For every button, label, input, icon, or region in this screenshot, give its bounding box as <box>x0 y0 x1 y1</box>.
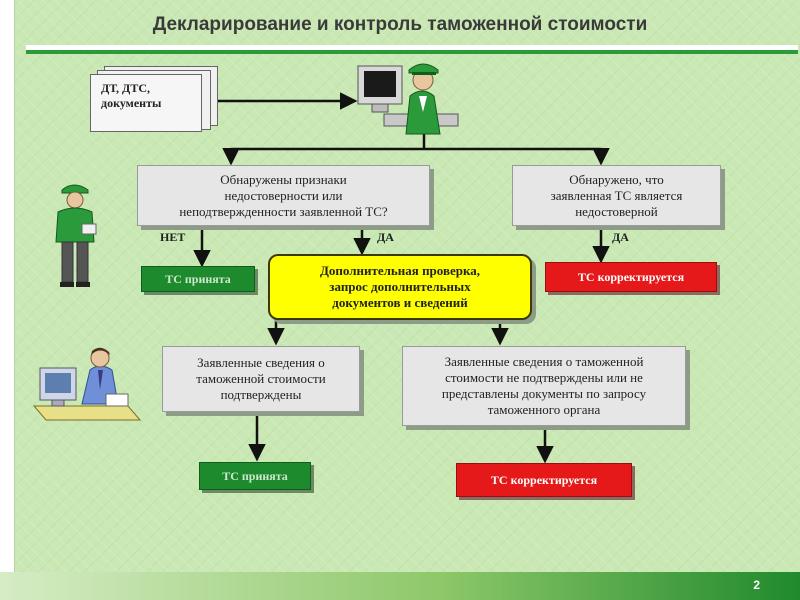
confirmed-line-1: Заявленные сведения о <box>197 355 325 370</box>
confirmed-line-3: подтверждены <box>220 387 302 402</box>
extra-check-line-3: документов и сведений <box>332 295 468 310</box>
edge-label-no: НЕТ <box>160 230 186 244</box>
additional-check-box: Дополнительная проверка, запрос дополнит… <box>268 254 532 320</box>
suspicion-line-1: Обнаружены признаки <box>220 171 347 187</box>
not-confirmed-line-3: представлены документы по запросу <box>441 386 647 401</box>
adjusted-box-1: ТС корректируется <box>545 262 717 292</box>
not-confirmed-line-2: стоимости не подтверждены или не <box>445 370 643 385</box>
documents-line-1: ДТ, ДТС, <box>101 81 150 95</box>
page-number: 2 <box>753 578 760 592</box>
title-underline <box>26 45 798 54</box>
adjusted-box-2: ТС корректируется <box>456 463 632 497</box>
confirmed-box: Заявленные сведения о таможенной стоимос… <box>162 346 360 412</box>
found-unreliable-line-3: недостоверной <box>575 203 658 219</box>
not-confirmed-box: Заявленные сведения о таможенной стоимос… <box>402 346 686 426</box>
not-confirmed-line-1: Заявленные сведения о таможенной <box>444 354 644 369</box>
confirmed-line-2: таможенной стоимости <box>196 371 326 386</box>
slide-title: Декларирование и контроль таможенной сто… <box>152 14 648 35</box>
standing-officer-icon <box>55 184 97 287</box>
documents-box: ДТ, ДТС, документы <box>90 74 202 132</box>
extra-check-line-1: Дополнительная проверка, <box>319 263 481 278</box>
footer-bar <box>0 572 800 600</box>
suspicion-question-box: Обнаружены признаки недостоверности или … <box>137 165 430 226</box>
accepted-box-2: ТС принята <box>199 462 311 490</box>
suspicion-line-2: недостоверности или <box>224 187 343 203</box>
suspicion-line-3: неподтвержденности заявленной ТС? <box>179 203 388 219</box>
customs-officer-at-computer-icon <box>357 63 459 135</box>
accepted-box-1: ТС принята <box>141 266 255 292</box>
found-unreliable-line-2: заявленная ТС является <box>550 187 683 203</box>
found-unreliable-box: Обнаружено, что заявленная ТС является н… <box>512 165 721 226</box>
found-unreliable-line-1: Обнаружено, что <box>569 171 664 187</box>
extra-check-line-2: запрос дополнительных <box>329 279 471 294</box>
clerk-at-desk-icon <box>32 347 142 421</box>
documents-line-2: документы <box>101 96 162 110</box>
edge-label-yes-left: ДА <box>377 230 394 244</box>
edge-label-yes-right: ДА <box>612 230 629 244</box>
not-confirmed-line-4: таможенного органа <box>487 402 601 417</box>
